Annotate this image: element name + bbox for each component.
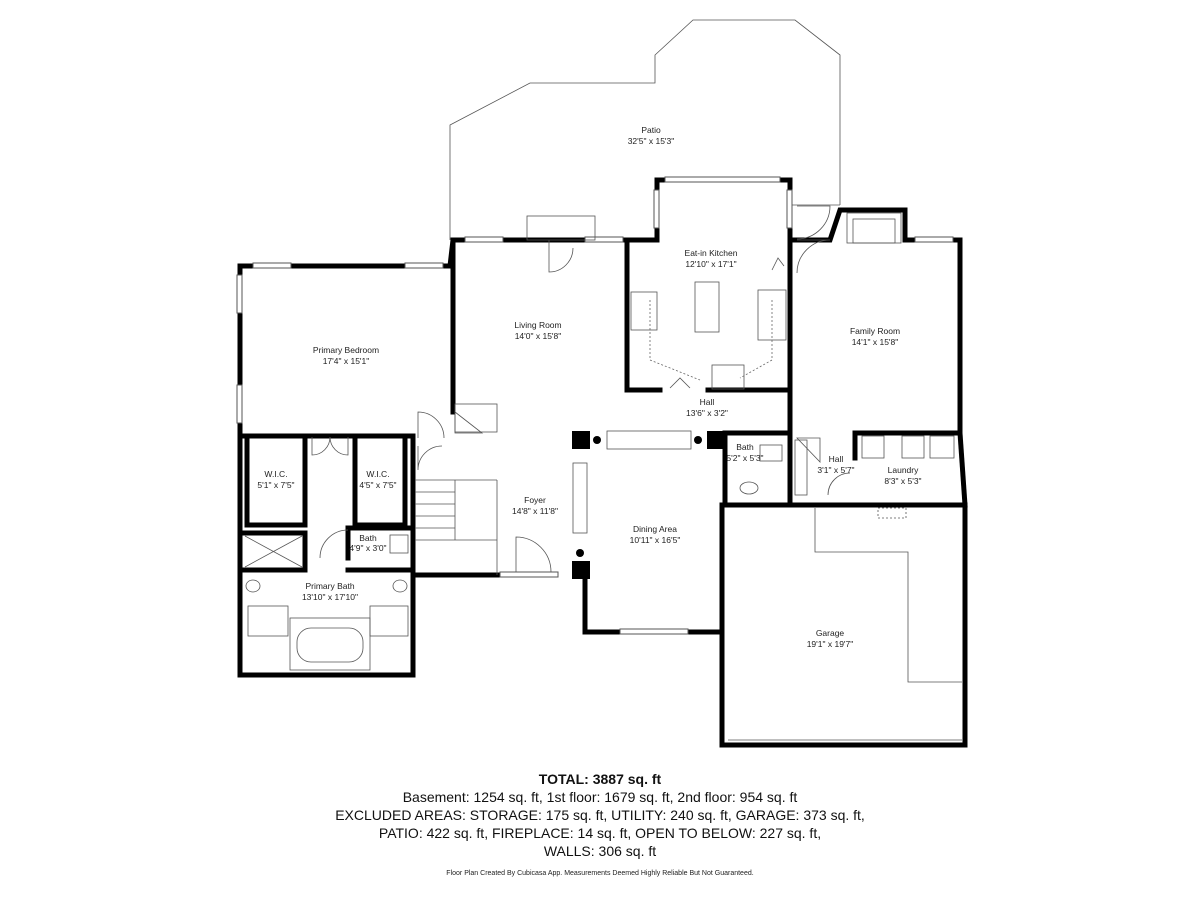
garage-dims: 19'1" x 19'7" — [807, 639, 854, 649]
wic-right-dims: 4'5" x 7'5" — [359, 480, 396, 490]
foyer-label: Foyer — [524, 495, 546, 505]
bath-half-label: Bath — [736, 442, 754, 452]
primary-bedroom-walls — [236, 262, 453, 439]
total-area: TOTAL: 3887 sq. ft — [538, 771, 662, 787]
primary-bedroom-dims: 17'4" x 15'1" — [323, 356, 370, 366]
credit-note: Floor Plan Created By Cubicasa App. Meas… — [446, 870, 754, 877]
primary-bedroom-label: Primary Bedroom — [313, 345, 379, 355]
dining-area-label: Dining Area — [633, 524, 677, 534]
laundry-dims: 8'3" x 5'3" — [884, 476, 921, 486]
patio-label: Patio — [641, 125, 661, 135]
hall-small-dims: 3'1" x 5'7" — [817, 465, 854, 475]
family-room-walls — [787, 205, 963, 439]
laundry-label: Laundry — [888, 465, 919, 475]
foyer-stairs — [410, 411, 588, 578]
eat-in-kitchen-dims: 12'10" x 17'1" — [685, 259, 736, 269]
garage-label: Garage — [816, 628, 845, 638]
family-room-label: Family Room — [850, 326, 900, 336]
hall-center — [572, 430, 725, 579]
garage-walls — [719, 502, 968, 748]
bath-small-label: Bath — [359, 533, 377, 543]
kitchen-walls — [624, 176, 793, 393]
primary-bath-dims: 13'10" x 17'10" — [302, 592, 358, 602]
wic-right-label: W.I.C. — [366, 469, 389, 479]
area-summary: TOTAL: 3887 sq. ft Basement: 1254 sq. ft… — [0, 770, 1200, 860]
dining-area-dims: 10'11" x 16'5" — [630, 535, 681, 545]
hall-main-dims: 13'6" x 3'2" — [686, 408, 728, 418]
foyer-dims: 14'8" x 11'8" — [512, 506, 558, 516]
patio-dims: 32'5" x 15'3" — [628, 136, 675, 146]
hall-small-label: Hall — [829, 454, 844, 464]
summary-line-2: EXCLUDED AREAS: STORAGE: 175 sq. ft, UTI… — [335, 807, 865, 823]
primary-bath-label: Primary Bath — [305, 581, 354, 591]
eat-in-kitchen-label: Eat-in Kitchen — [685, 248, 738, 258]
wic-left-label: W.I.C. — [264, 469, 287, 479]
wic-left-dims: 5'1" x 7'5" — [257, 480, 294, 490]
bath-small-dims: 4'9" x 3'0" — [349, 543, 386, 553]
summary-line-3: PATIO: 422 sq. ft, FIREPLACE: 14 sq. ft,… — [378, 825, 822, 841]
room-labels: Patio 32'5" x 15'3" Eat-in Kitchen 12'10… — [257, 125, 921, 649]
service-strip-walls — [722, 430, 968, 508]
family-room-dims: 14'1" x 15'8" — [852, 337, 899, 347]
summary-line-1: Basement: 1254 sq. ft, 1st floor: 1679 s… — [402, 789, 798, 805]
summary-line-4: WALLS: 306 sq. ft — [543, 843, 657, 859]
living-room-dims: 14'0" x 15'8" — [515, 331, 562, 341]
bath-half-dims: 5'2" x 5'3" — [726, 453, 763, 463]
patio-outline — [449, 19, 841, 240]
hall-main-label: Hall — [700, 397, 715, 407]
living-room-label: Living Room — [514, 320, 561, 330]
